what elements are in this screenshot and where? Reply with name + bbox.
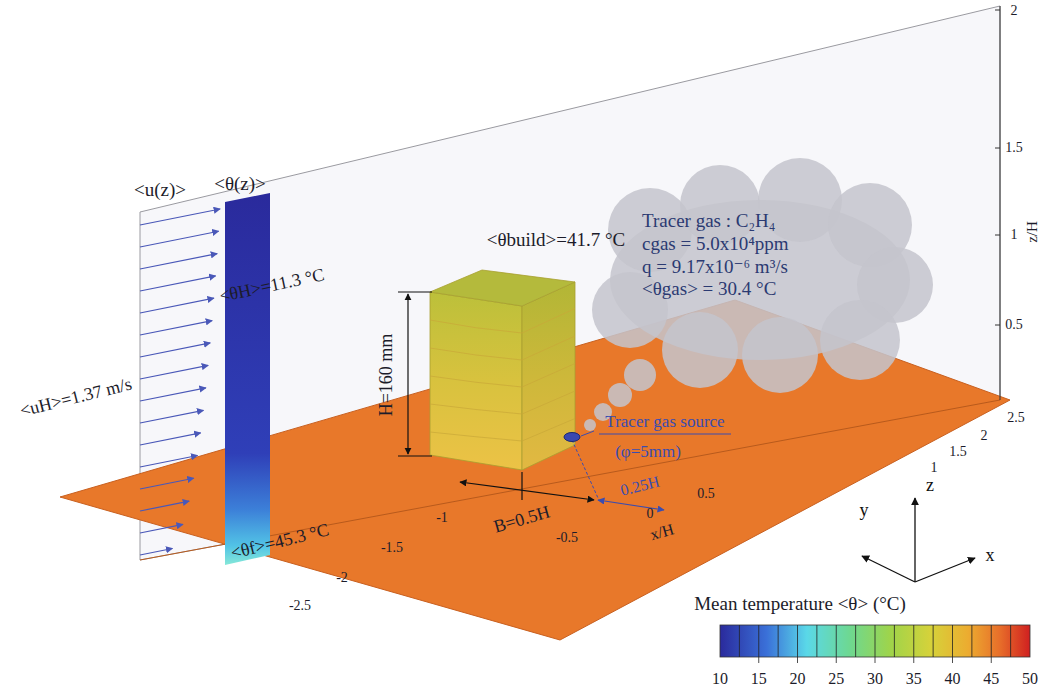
axis-letter: z bbox=[926, 476, 934, 496]
colorbar-tick bbox=[739, 625, 740, 657]
colorbar-tick bbox=[855, 625, 856, 657]
colorbar-tick bbox=[952, 625, 953, 663]
height-dimension-label: H=160 mm bbox=[377, 334, 397, 417]
source-offset-dimension bbox=[598, 500, 664, 510]
velocity-arrow bbox=[140, 549, 172, 555]
velocity-arrow bbox=[140, 231, 219, 247]
source-leader bbox=[581, 431, 594, 436]
temperature-profile-label: <θ(z)> bbox=[214, 174, 266, 195]
source-diameter: (φ=5mm) bbox=[615, 443, 681, 462]
isoline bbox=[430, 391, 575, 414]
colorbar-tick bbox=[933, 625, 934, 657]
tracer-gas-cloud: Tracer gas : C₂H₄cgas = 5.0x10⁴ppmq = 9.… bbox=[636, 206, 807, 305]
velocity-arrow bbox=[140, 456, 197, 467]
colorbar-tick bbox=[913, 625, 914, 663]
isoline bbox=[430, 419, 575, 442]
axis-title: z/H bbox=[1024, 221, 1041, 243]
building-temperature: <θbuild>=41.7 °C bbox=[487, 230, 626, 251]
isoline bbox=[430, 364, 575, 388]
axis-tick-label: 2 bbox=[981, 428, 988, 443]
colorbar-tick-label: 15 bbox=[751, 670, 767, 688]
velocity-arrow bbox=[140, 433, 201, 445]
axis-tick-label: 0.5 bbox=[1005, 317, 1023, 332]
building-top bbox=[430, 270, 575, 306]
velocity-arrow bbox=[140, 209, 220, 225]
axis-tick-label: 1 bbox=[1011, 227, 1018, 242]
colorbar-divisions bbox=[739, 625, 1010, 663]
z-axis bbox=[1000, 6, 1001, 400]
colorbar-tick-label: 40 bbox=[945, 670, 961, 688]
velocity-arrow bbox=[140, 321, 212, 335]
source-offset-guide bbox=[572, 440, 598, 498]
colorbar-tick bbox=[758, 625, 759, 663]
building-side bbox=[522, 282, 575, 470]
width-dimension bbox=[460, 472, 594, 500]
axis-tick-label: 0.5 bbox=[697, 486, 715, 501]
velocity-arrow bbox=[140, 388, 206, 401]
colorbar-tick-label: 45 bbox=[983, 670, 999, 688]
colorbar-tick bbox=[894, 625, 895, 657]
axis-tick-label: -2.5 bbox=[289, 598, 311, 613]
colorbar-tick-label: 30 bbox=[867, 670, 883, 688]
colorbar-tick bbox=[875, 625, 876, 663]
colorbar-tick bbox=[991, 625, 992, 663]
velocity-profile-label: <u(z)> bbox=[134, 180, 186, 201]
velocity-arrow bbox=[140, 365, 208, 379]
axis-tick-label: 2 bbox=[1011, 3, 1018, 18]
colorbar-tick-label: 10 bbox=[712, 670, 728, 688]
colorbar-tick-label: 25 bbox=[828, 670, 844, 688]
cloud-parameter: q = 9.17x10⁻⁶ m³/s bbox=[642, 256, 801, 279]
axis-tick-label: 1.5 bbox=[949, 444, 967, 459]
velocity-arrow bbox=[140, 343, 210, 357]
axis-tick-label: 2.5 bbox=[1007, 410, 1025, 425]
axis-tick-label: 0 bbox=[647, 506, 654, 521]
axis-triad bbox=[862, 498, 975, 582]
source-label-underline bbox=[599, 434, 731, 435]
building-isolines bbox=[430, 309, 575, 442]
colorbar-tick-label: 50 bbox=[1022, 670, 1038, 688]
colorbar-tick bbox=[816, 625, 817, 657]
colorbar-tick bbox=[778, 625, 779, 657]
axis-letter: x bbox=[986, 546, 995, 566]
axis-tick-label: 1 bbox=[931, 460, 938, 475]
isoline bbox=[430, 336, 575, 360]
colorbar-tick-label: 35 bbox=[906, 670, 922, 688]
velocity-arrow bbox=[140, 298, 214, 313]
velocity-arrow bbox=[140, 276, 216, 291]
axis-tick-label: 1.5 bbox=[1005, 140, 1023, 155]
colorbar-tick bbox=[836, 625, 837, 663]
cloud-parameter: cgas = 5.0x10⁴ppm bbox=[642, 233, 801, 256]
axis-tick-label: -0.5 bbox=[556, 530, 578, 545]
tracer-source-symbol bbox=[564, 433, 580, 442]
z-axis-ticks bbox=[995, 10, 1000, 325]
cloud-heading: Tracer gas : C₂H₄ bbox=[642, 210, 801, 233]
velocity-arrow bbox=[140, 410, 203, 423]
colorbar-title: Mean temperature <θ> (°C) bbox=[694, 594, 906, 615]
axis-letter: y bbox=[860, 501, 869, 521]
velocity-arrow bbox=[140, 524, 183, 533]
colorbar-tick-label: 20 bbox=[790, 670, 806, 688]
colorbar-tick bbox=[797, 625, 798, 663]
source-label: Tracer gas source bbox=[605, 413, 724, 432]
velocity-arrow bbox=[140, 254, 217, 269]
axis-tick-label: -1.5 bbox=[381, 540, 403, 555]
inlet-velocity-arrows bbox=[140, 209, 220, 555]
axis-tick-label: -1 bbox=[436, 510, 448, 525]
isoline bbox=[430, 309, 575, 334]
reference-velocity: <uH>=1.37 m/s bbox=[18, 375, 134, 422]
velocity-arrow bbox=[140, 478, 194, 489]
axis-tick-label: -2 bbox=[336, 570, 348, 585]
inlet-temperature-profile bbox=[225, 193, 270, 565]
colorbar-tick bbox=[971, 625, 972, 657]
colorbar-tick bbox=[1010, 625, 1011, 657]
building-front bbox=[430, 292, 522, 470]
height-dimension bbox=[398, 292, 432, 456]
cloud-parameter: <θgas> = 30.4 °C bbox=[642, 278, 801, 301]
velocity-arrow bbox=[140, 501, 189, 511]
tracer-gas-cloud-shape bbox=[584, 158, 933, 431]
